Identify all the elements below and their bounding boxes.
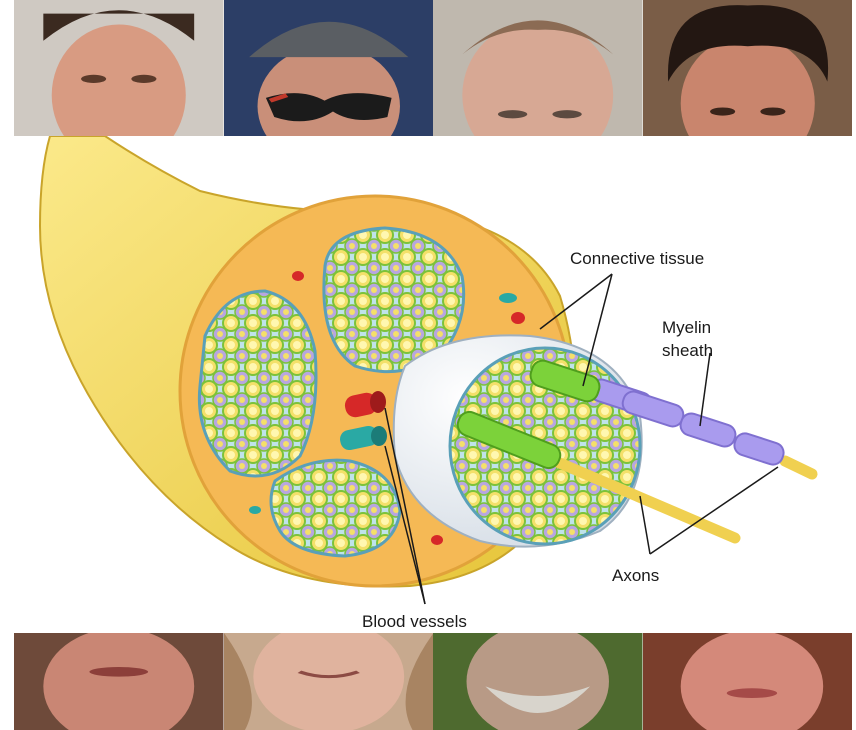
label-myelin-line2: sheath (662, 341, 713, 360)
vessel-dot (431, 535, 443, 545)
face-photo-1 (14, 0, 224, 136)
bottom-photo-strip (14, 633, 852, 730)
face-photo-8 (643, 633, 853, 730)
vessel-dot (511, 312, 525, 324)
fascicle-bottom (271, 460, 400, 556)
face-photo-5 (14, 633, 224, 730)
label-myelin-line1: Myelin (662, 318, 711, 337)
face-photo-6 (224, 633, 434, 730)
face-photo-3 (433, 0, 643, 136)
fascicle-left (199, 291, 316, 476)
label-blood-vessels: Blood vessels (362, 612, 467, 631)
vessel-dot (499, 293, 517, 303)
face-photo-2 (224, 0, 434, 136)
face-photo-4 (643, 0, 853, 136)
face-photo-7 (433, 633, 643, 730)
label-axons: Axons (612, 566, 659, 585)
label-connective-tissue: Connective tissue (570, 249, 704, 268)
nerve-cross-section-diagram: Connective tissue Myelin sheath Axons Bl… (0, 136, 856, 633)
top-photo-strip (14, 0, 852, 136)
vessel-dot (249, 506, 261, 514)
vessel-dot (292, 271, 304, 281)
